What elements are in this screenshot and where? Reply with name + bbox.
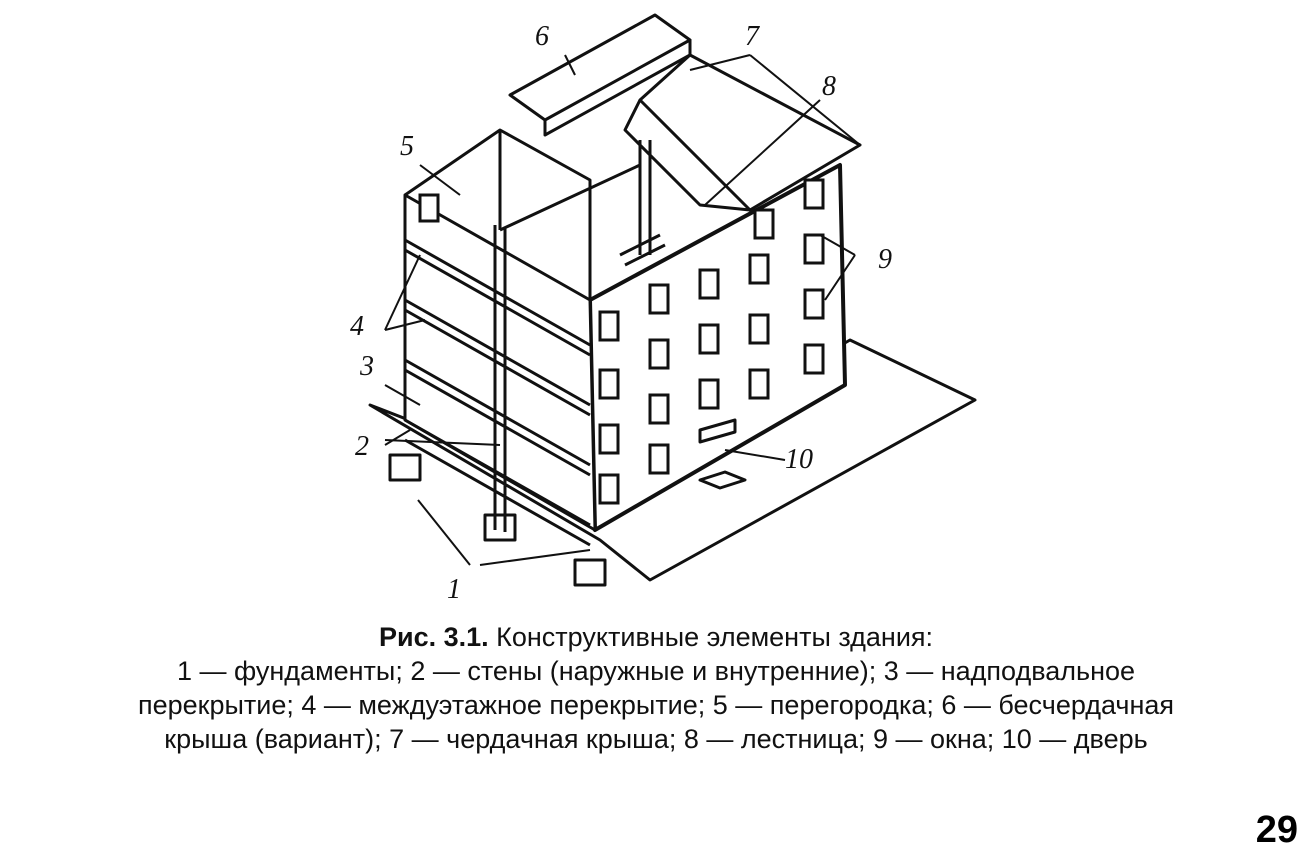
door-canopy bbox=[698, 418, 737, 444]
partition bbox=[404, 128, 592, 300]
label-7: 7 bbox=[745, 21, 760, 52]
label-5: 5 bbox=[400, 131, 414, 162]
label-6: 6 bbox=[535, 21, 549, 52]
floor-slabs bbox=[404, 238, 591, 547]
label-10: 10 bbox=[785, 444, 813, 475]
page-number: 29 bbox=[1255, 809, 1298, 851]
windows bbox=[418, 178, 825, 505]
caption-line-3: крыша (вариант); 7 — чердачная крыша; 8 … bbox=[164, 724, 1148, 754]
caption-line-1: 1 — фундаменты; 2 — стены (наружные и вн… bbox=[176, 656, 1136, 686]
figure-caption: Рис. 3.1. Конструктивные элементы здания… bbox=[0, 620, 1312, 756]
label-3: 3 bbox=[359, 351, 374, 382]
foundations bbox=[388, 453, 607, 587]
label-8: 8 bbox=[822, 71, 836, 102]
label-9: 9 bbox=[878, 244, 892, 275]
label-2: 2 bbox=[355, 431, 369, 462]
caption-number: Рис. 3.1. bbox=[378, 622, 489, 652]
leader-lines bbox=[384, 54, 861, 566]
label-4: 4 bbox=[350, 311, 364, 342]
building-diagram: 1 2 3 4 5 6 7 8 9 10 bbox=[350, 13, 977, 605]
caption-title: Конструктивные элементы здания: bbox=[496, 622, 934, 652]
label-1: 1 bbox=[447, 574, 461, 605]
caption-line-2: перекрытие; 4 — междуэтажное перекрытие;… bbox=[137, 690, 1175, 720]
caption-title-line: Рис. 3.1. Конструктивные элементы здания… bbox=[0, 620, 1312, 654]
staircase bbox=[619, 140, 666, 267]
